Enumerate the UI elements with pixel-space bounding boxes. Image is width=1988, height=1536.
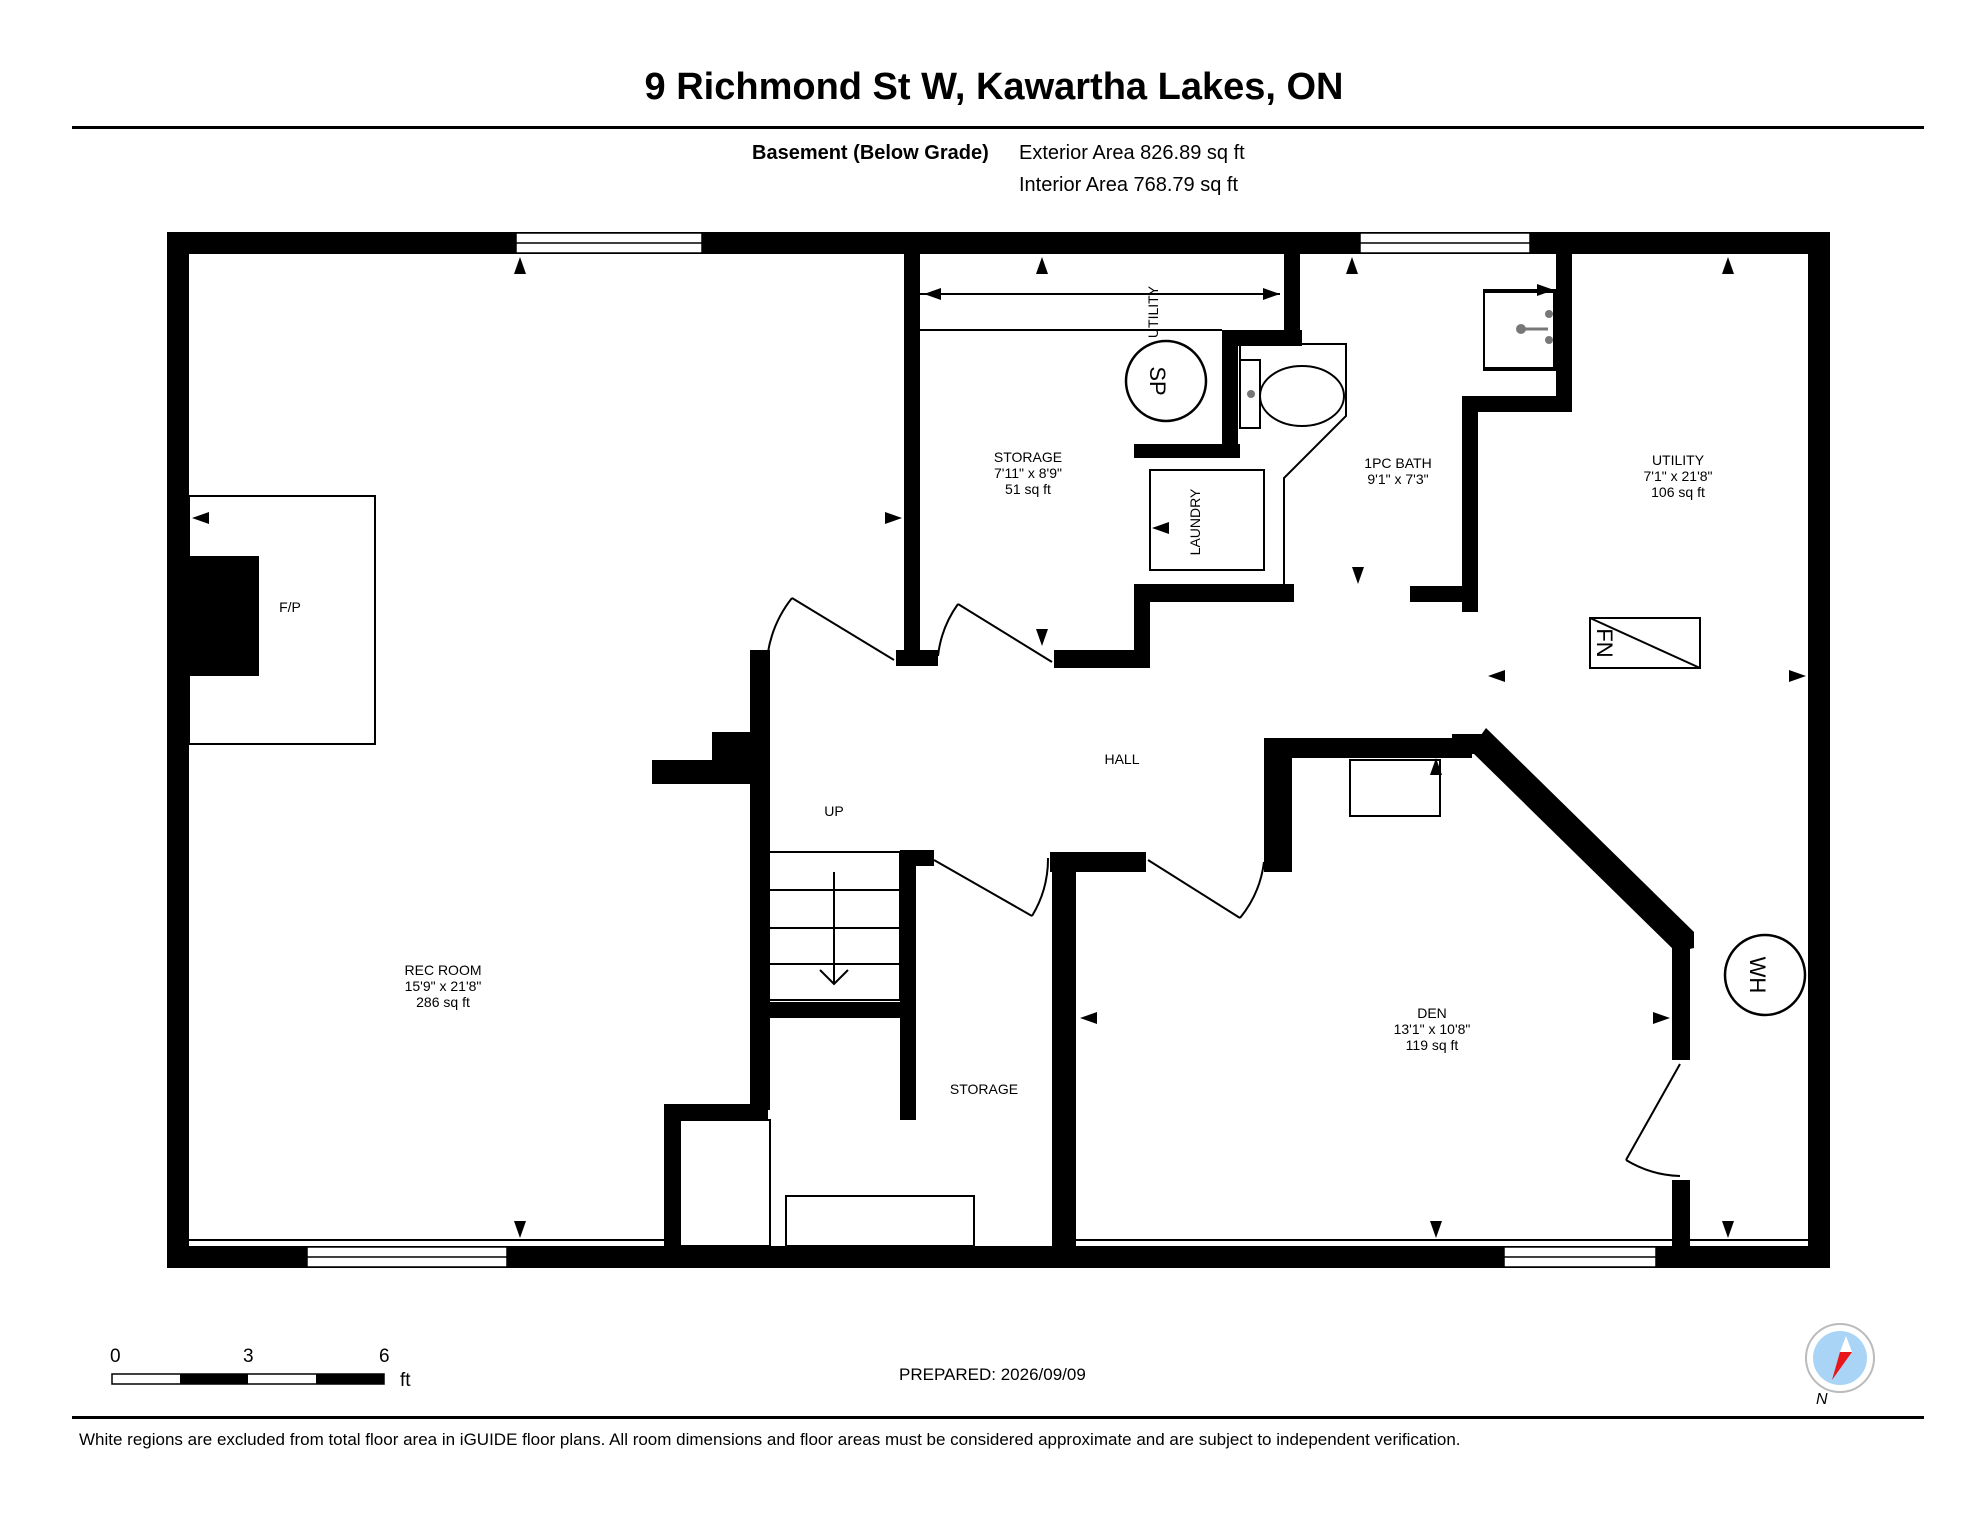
bath-name: 1PC BATH (1364, 455, 1431, 471)
water-heater-label: WH (1745, 957, 1770, 994)
rec-room-area: 286 sq ft (416, 994, 470, 1010)
window-lines (307, 242, 1656, 1258)
water-heater-symbol (1723, 933, 1807, 1017)
furnace-label: FN (1592, 628, 1617, 657)
scale-bar (111, 1373, 385, 1385)
laundry-label: LAUNDRY (1187, 488, 1203, 555)
den-name: DEN (1417, 1005, 1447, 1021)
bath-dims: 9'1" x 7'3" (1367, 471, 1428, 487)
den-area: 119 sq ft (1406, 1037, 1459, 1053)
den-dims: 13'1" x 10'8" (1394, 1021, 1471, 1037)
prepared-date: PREPARED: 2026/09/09 (899, 1365, 1086, 1384)
storage-top-name: STORAGE (994, 449, 1062, 465)
utility-area: 106 sq ft (1651, 484, 1705, 500)
storage-top-dims: 7'11" x 8'9" (994, 465, 1062, 481)
hall-name: HALL (1104, 751, 1139, 767)
scale-tick-6: 6 (379, 1346, 390, 1367)
storage-top-area: 51 sq ft (1005, 481, 1051, 497)
scale-unit: ft (400, 1370, 411, 1391)
sump-pump-symbol (1124, 339, 1208, 423)
utility-name: UTILITY (1652, 452, 1705, 468)
compass-label: N (1816, 1391, 1828, 1408)
stair-up-label: UP (824, 803, 843, 819)
compass-icon: N (1805, 1323, 1875, 1408)
doors (767, 597, 1681, 1177)
exterior-area: Exterior Area 826.89 sq ft (1019, 142, 1245, 164)
walls (167, 232, 1830, 1268)
floor-name: Basement (Below Grade) (752, 142, 989, 164)
header-divider (72, 126, 1924, 129)
rec-room-name: REC ROOM (405, 962, 482, 978)
disclaimer-text: White regions are excluded from total fl… (79, 1430, 1461, 1449)
dimension-arrows (192, 257, 1806, 1238)
utility-dims: 7'1" x 21'8" (1644, 468, 1713, 484)
utility-label: UTILITY (1145, 285, 1161, 338)
scale-tick-3: 3 (243, 1346, 254, 1367)
interior-area: Interior Area 768.79 sq ft (1019, 174, 1239, 196)
compass-needle (1832, 1352, 1852, 1380)
storage-bottom-name: STORAGE (950, 1081, 1018, 1097)
rec-room-dims: 15'9" x 21'8" (405, 978, 482, 994)
sump-pump-label: SP (1145, 366, 1170, 395)
fireplace-label: F/P (279, 599, 301, 615)
page-title: 9 Richmond St W, Kawartha Lakes, ON (644, 66, 1344, 108)
thin-lines (188, 289, 1808, 1247)
scale-tick-0: 0 (110, 1346, 121, 1367)
footer-divider (72, 1416, 1924, 1419)
